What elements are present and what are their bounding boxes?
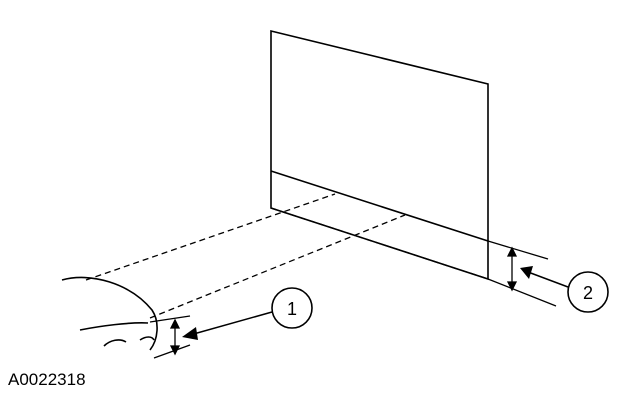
aiming-screen	[270, 29, 489, 281]
callout-1-circle	[271, 287, 313, 329]
callout-2: 2	[520, 266, 609, 313]
vehicle-front-outline	[61, 276, 158, 351]
callout-1: 1	[182, 287, 313, 340]
figure-reference-code: A0022318	[8, 370, 86, 389]
headlamp-height-reference	[149, 315, 191, 359]
callout-1-label: 1	[287, 299, 297, 319]
callout-2-label: 2	[583, 283, 593, 303]
screen-height-reference	[487, 240, 557, 307]
projection-lines	[85, 193, 489, 319]
callout-2-circle	[567, 271, 609, 313]
